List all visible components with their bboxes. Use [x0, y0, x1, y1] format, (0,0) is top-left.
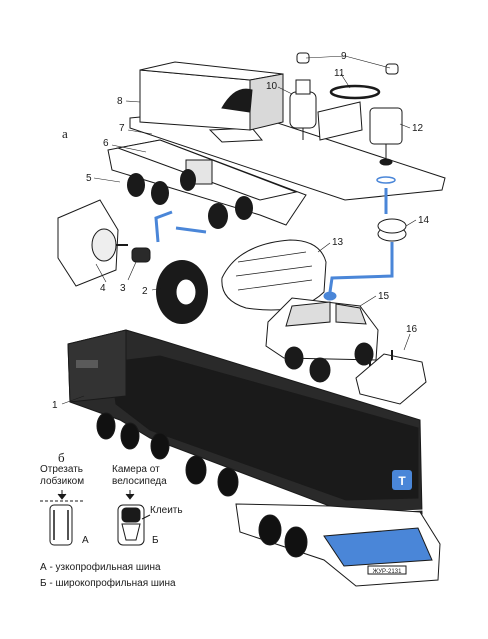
part-label-13: 13 [332, 237, 344, 248]
axle-link [154, 210, 173, 243]
part-label-12: 12 [412, 123, 424, 134]
section-label-b: б [58, 450, 65, 465]
part-label-7: 7 [119, 123, 125, 134]
part-label-5: 5 [86, 173, 92, 184]
motor-bracket [317, 101, 363, 141]
battery-box-16 [355, 350, 427, 405]
part-label-14: 14 [418, 215, 430, 226]
part-label-10: 10 [266, 81, 278, 92]
part-label-9: 9 [341, 51, 347, 62]
legend-note-a: А - узкопрофильная шина [40, 562, 161, 573]
motor-12 [369, 107, 403, 166]
trailer-body-1 [67, 329, 425, 515]
legend-mark-b: Б [152, 535, 159, 546]
legend-arrows [57, 490, 151, 520]
truck-license-plate: ЖУР-2131 [373, 569, 402, 575]
axle-pin [175, 226, 207, 234]
legend-mark-a: А [82, 535, 89, 546]
link-14 [328, 188, 394, 293]
legend-tube-line-2: велосипеда [112, 476, 167, 487]
tire-section-b [117, 504, 145, 546]
legend-cut-line-2: лобзиком [40, 476, 85, 487]
legend-glue: Клеить [150, 505, 183, 516]
wheel-2 [156, 260, 208, 324]
part-label-2: 2 [142, 286, 148, 297]
jeep-15 [265, 291, 379, 383]
shaft-hole [376, 176, 396, 184]
part-label-1: 1 [52, 400, 58, 411]
legend-tube-caption: Камера от велосипеда [112, 464, 167, 488]
legend-cut-line-1: Отрезать [40, 464, 83, 475]
motor-4 [57, 199, 128, 287]
part-label-15: 15 [378, 291, 390, 302]
tire-section-a [40, 500, 84, 546]
roof-shell-13 [221, 239, 327, 311]
part-label-6: 6 [103, 138, 109, 149]
legend-tube-line-1: Камера от [112, 464, 160, 475]
tractor-cab [235, 503, 441, 587]
coupling-3 [131, 247, 151, 263]
part-label-3: 3 [120, 283, 126, 294]
section-label-a: а [62, 126, 68, 141]
part-label-4: 4 [100, 283, 106, 294]
truck-badge [392, 470, 412, 490]
motor-10 [289, 79, 317, 140]
bush-9 [296, 52, 399, 75]
truck-badge-letter: Т [398, 474, 406, 488]
legend-note-b: Б - широкопрофильная шина [40, 578, 176, 589]
cab-block [139, 61, 284, 131]
leader-lines [61, 55, 417, 405]
trailer-wheels [96, 412, 239, 497]
legend-cut-caption: Отрезать лобзиком [40, 464, 84, 488]
part-label-8: 8 [117, 96, 123, 107]
ring-14 [377, 218, 407, 242]
part-label-16: 16 [406, 324, 418, 335]
part-label-11: 11 [334, 68, 345, 79]
belt-11 [329, 84, 381, 100]
chassis-wheels [127, 169, 253, 229]
